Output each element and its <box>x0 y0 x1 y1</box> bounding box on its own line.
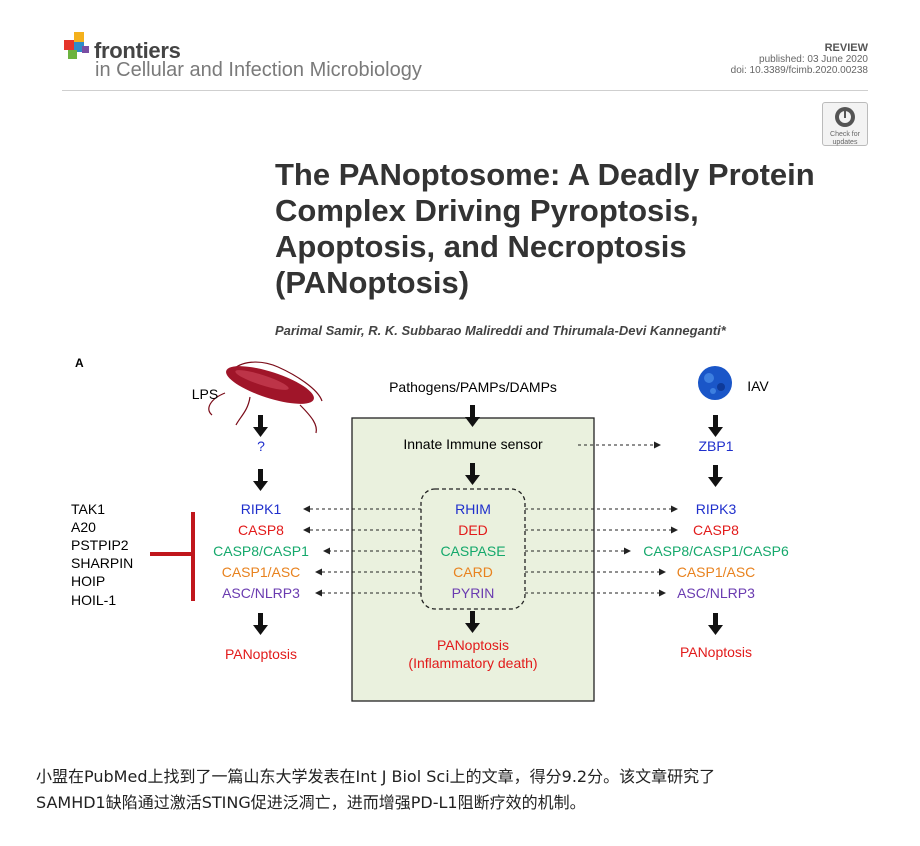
frontiers-logo-icon <box>64 32 89 59</box>
right-component: CASP8 <box>693 522 739 538</box>
author-list: Parimal Samir, R. K. Subbarao Malireddi … <box>275 323 726 338</box>
unknown-sensor-label: ? <box>257 438 265 454</box>
title-line: Apoptosis, and Necroptosis <box>275 229 687 264</box>
left-component: ASC/NLRP3 <box>222 585 300 601</box>
down-arrow <box>253 469 268 491</box>
domain-label: RHIM <box>455 501 491 517</box>
down-arrow <box>708 465 723 487</box>
down-arrow <box>708 613 723 635</box>
caption-line: 小盟在PubMed上找到了一篇山东大学发表在Int J Biol Sci上的文章… <box>36 767 716 786</box>
panel-label: A <box>75 356 84 370</box>
center-outcome-note: (Inflammatory death) <box>408 655 537 671</box>
caption-line: SAMHD1缺陷通过激活STING促进泛凋亡，进而增强PD-L1阻断疗效的机制。 <box>36 793 586 812</box>
title-line: The PANoptosome: A Deadly Protein <box>275 157 815 192</box>
title-line: (PANoptosis) <box>275 265 470 300</box>
inhibition-bar <box>150 512 195 601</box>
right-component: RIPK3 <box>696 501 737 517</box>
down-arrow <box>708 415 723 437</box>
updates-icon <box>835 107 855 127</box>
right-component: CASP1/ASC <box>677 564 756 580</box>
article-type: REVIEW <box>824 42 868 54</box>
frontiers-logo <box>62 30 92 60</box>
inhibitor-label: TAK1 <box>71 501 105 517</box>
domain-label: PYRIN <box>452 585 495 601</box>
down-arrow <box>465 611 480 633</box>
right-dashed-arrows <box>525 441 678 597</box>
left-component: CASP8 <box>238 522 284 538</box>
article-meta: REVIEW published: 03 June 2020 doi: 10.3… <box>608 42 868 76</box>
published-date: published: 03 June 2020 <box>759 54 868 65</box>
left-dashed-arrows <box>303 505 421 597</box>
header-divider <box>62 90 868 91</box>
doi: doi: 10.3389/fcimb.2020.00238 <box>730 65 868 76</box>
zbp1-label: ZBP1 <box>698 438 733 454</box>
virus-icon <box>698 366 732 400</box>
inhibitor-label: SHARPIN <box>71 555 133 571</box>
center-outcome: PANoptosis <box>437 637 509 653</box>
inhibitor-label: HOIL-1 <box>71 592 116 608</box>
domain-label: CARD <box>453 564 493 580</box>
pathogens-label: Pathogens/PAMPs/DAMPs <box>389 379 557 395</box>
left-component: RIPK1 <box>241 501 282 517</box>
right-component: ASC/NLRP3 <box>677 585 755 601</box>
inhibitor-label: PSTPIP2 <box>71 537 129 553</box>
left-component: CASP1/ASC <box>222 564 301 580</box>
updates-label: Check for updates <box>830 131 860 146</box>
check-for-updates-badge[interactable]: Check for updates <box>822 102 868 146</box>
left-component: CASP8/CASP1 <box>213 543 309 559</box>
right-component: CASP8/CASP1/CASP6 <box>643 543 789 559</box>
journal-name: in Cellular and Infection Microbiology <box>95 59 422 81</box>
down-arrow <box>465 463 480 485</box>
brand-name: frontiers <box>94 38 181 63</box>
down-arrow <box>253 415 268 437</box>
bacterium-icon <box>208 361 323 434</box>
domain-label: DED <box>458 522 488 538</box>
lps-label: LPS <box>192 386 218 402</box>
caption: 小盟在PubMed上找到了一篇山东大学发表在Int J Biol Sci上的文章… <box>36 764 896 816</box>
article-title: The PANoptosome: A Deadly Protein Comple… <box>275 157 875 301</box>
right-outcome: PANoptosis <box>680 644 752 660</box>
down-arrow <box>253 613 268 635</box>
domain-label: CASPASE <box>440 543 505 559</box>
inhibitor-label: HOIP <box>71 573 105 589</box>
panoptosome-complex <box>420 488 526 610</box>
inhibitor-label: A20 <box>71 519 96 535</box>
left-outcome: PANoptosis <box>225 646 297 662</box>
iav-label: IAV <box>747 378 769 394</box>
panoptosis-figure: A LPS ? RIPK1 CASP8 CASP8/CASP1 CASP1/AS… <box>71 356 789 702</box>
down-arrow <box>465 405 480 427</box>
innate-sensor-label: Innate Immune sensor <box>403 436 543 452</box>
title-line: Complex Driving Pyroptosis, <box>275 193 699 228</box>
